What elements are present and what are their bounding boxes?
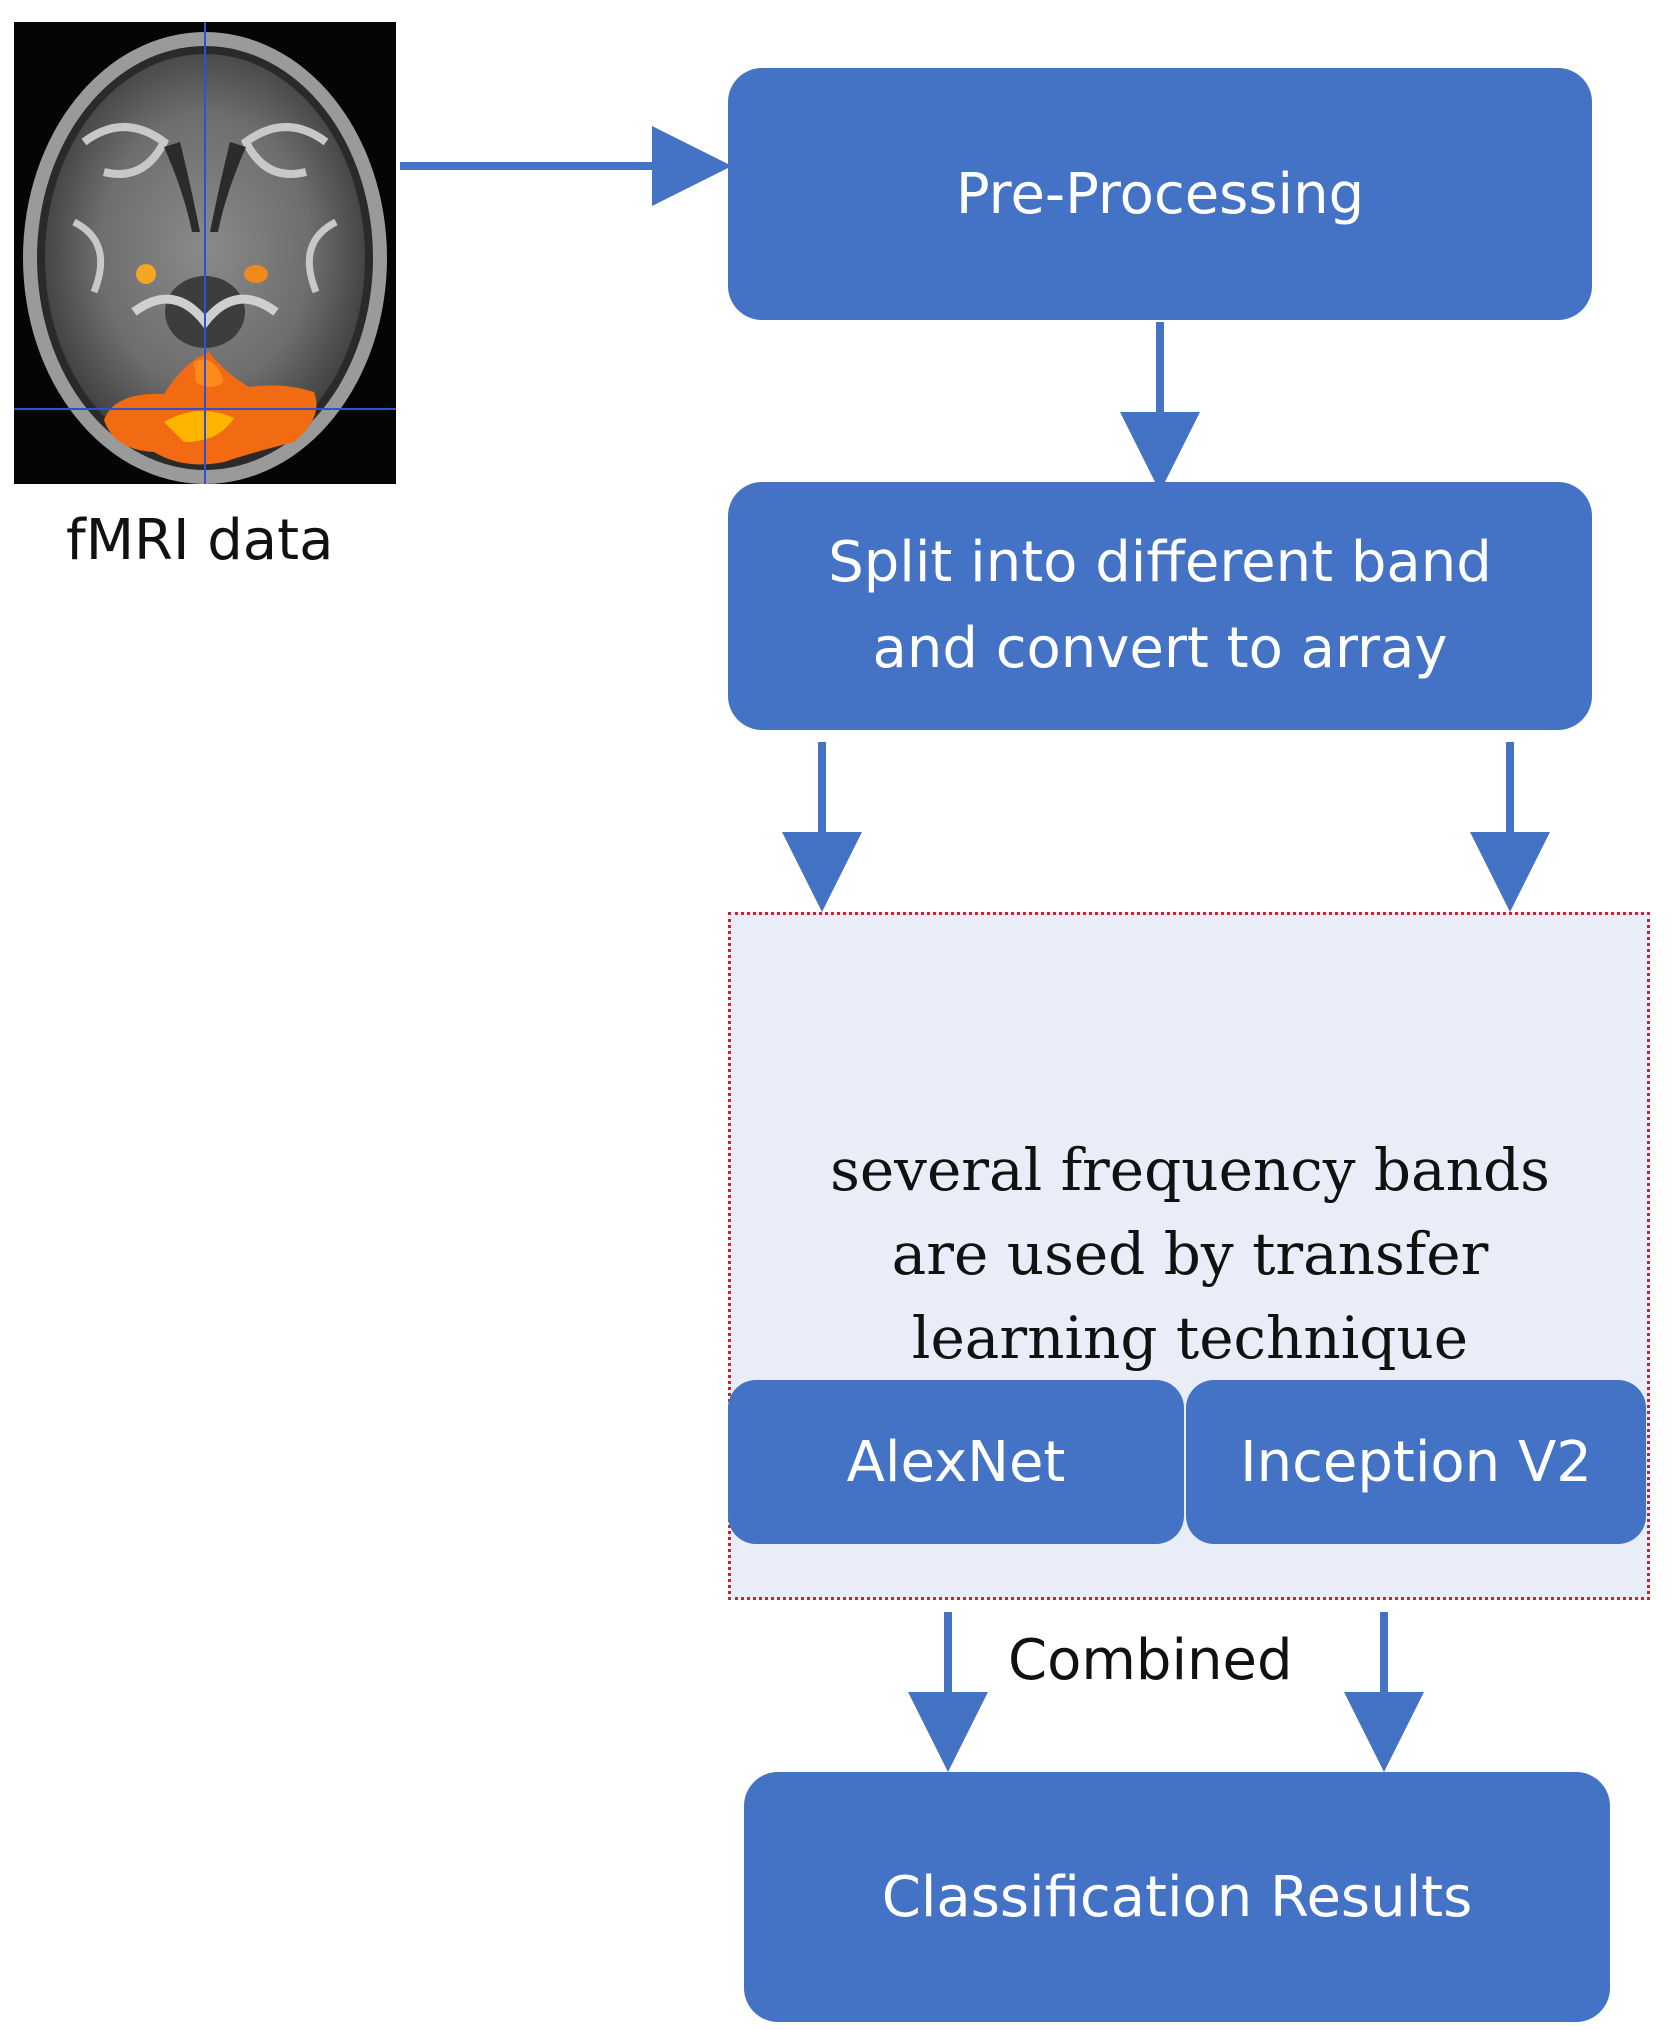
results-node: Classification Results: [744, 1772, 1610, 2022]
alexnet-label: AlexNet: [846, 1429, 1066, 1495]
preprocessing-node: Pre-Processing: [728, 68, 1592, 320]
inception-node: Inception V2: [1186, 1380, 1646, 1544]
fmri-brain-image: [14, 22, 396, 484]
combined-label: Combined: [1008, 1628, 1293, 1693]
split-label-line2: and convert to array: [872, 616, 1448, 681]
preprocessing-label: Pre-Processing: [955, 161, 1365, 227]
group-text-line3: learning technique: [911, 1304, 1469, 1372]
results-label: Classification Results: [881, 1864, 1473, 1930]
group-description: several frequency bands are used by tran…: [780, 1128, 1600, 1380]
alexnet-node: AlexNet: [728, 1380, 1184, 1544]
inception-label: Inception V2: [1240, 1429, 1592, 1495]
split-node: Split into different band and convert to…: [728, 482, 1592, 730]
split-label-line1: Split into different band: [828, 530, 1492, 595]
group-text-line1: several frequency bands: [830, 1136, 1550, 1204]
fmri-data-caption: fMRI data: [66, 508, 334, 573]
group-text-line2: are used by transfer: [891, 1220, 1489, 1288]
